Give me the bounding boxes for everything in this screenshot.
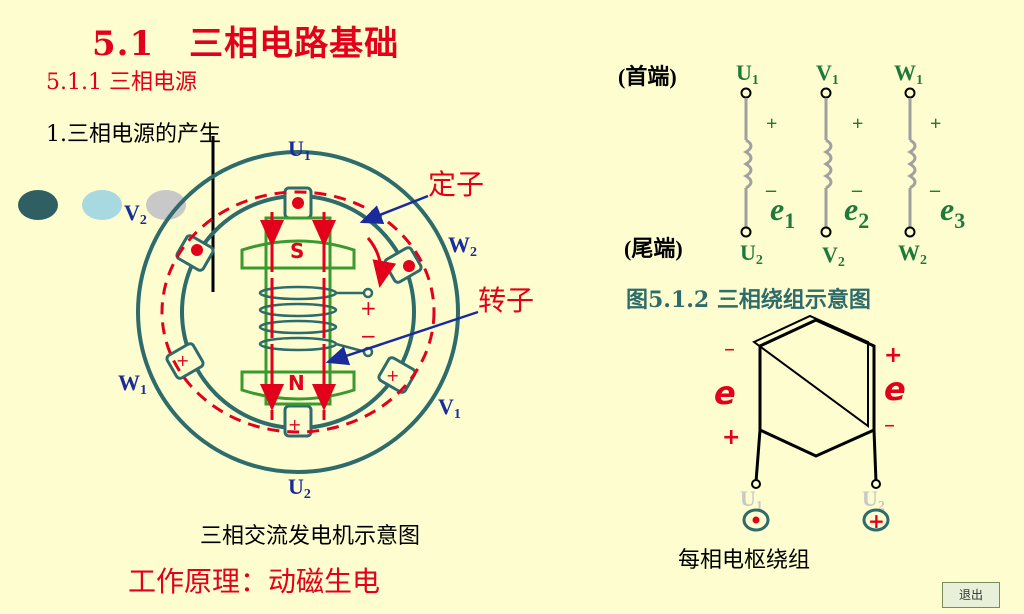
conductor-w2 [403,260,415,272]
term-w2: W2 [448,232,477,260]
windings-caption: 图5.1.2 三相绕组示意图 [626,287,871,313]
field-minus: − [360,324,377,348]
winding-2 [820,87,833,238]
rotor-pointer [325,310,479,366]
stator-label: 定子 [428,168,484,201]
rotor: + − [240,216,377,406]
arm-right-e: e [884,370,906,408]
tail-u2: U2 [740,240,763,268]
generator-caption: 三相交流发电机示意图 [200,524,421,549]
emf-e1: e1 [770,191,795,233]
pole-n-label: N [288,371,305,395]
arm-right-cross: + [868,509,885,533]
arm-left-plus: + [722,425,740,450]
term-u2: U2 [288,474,311,502]
page-title: 5.1 三相电路基础 [92,24,400,64]
nav-dot-1[interactable] [18,190,58,220]
winding-1 [740,87,753,238]
field-plus: + [360,296,377,320]
rotation-arrow [366,237,397,288]
head-v1: V1 [816,60,839,88]
term-v1: V1 [438,394,461,422]
nav-dot-2[interactable] [82,190,122,220]
armature-caption: 每相电枢绕组 [678,548,811,573]
conductor-v1-plus: + [386,366,399,385]
arm-right-minus: – [884,413,895,438]
term-v2: V2 [124,200,147,228]
working-principle: 工作原理：动磁生电 [128,565,381,598]
conductor-u2-plus: + [288,415,301,434]
pole-s-label: S [290,239,304,263]
subsection-title: 5.1.1 三相电源 [46,70,197,95]
term-u1: U1 [288,136,311,164]
exit-button[interactable]: 退出 [942,582,1000,608]
emf-e3: e3 [940,191,965,233]
field-coil [258,285,374,358]
term-w1: W1 [118,370,147,398]
conductor-u1 [292,197,304,209]
stator-outer-ring [136,150,460,474]
head-u1: U1 [736,60,759,88]
w1-plus: + [766,113,777,135]
tail-end-label: (尾端) [624,236,683,261]
winding-3 [904,87,917,238]
tail-w2: W2 [898,240,927,268]
generator-diagram: + + + + − [118,136,534,502]
head-w1: W1 [894,60,923,88]
emf-e2: e2 [844,191,869,233]
w3-minus: – [929,179,941,201]
section-heading: 1.三相电源的产生 [46,122,221,147]
arm-term-right: U2 [862,486,885,514]
armature-winding: – e + + e – U1 U2 + [714,314,906,533]
head-end-label: (首端) [618,64,677,89]
w2-plus: + [852,113,863,135]
stator-pointer [359,194,429,224]
conductor-w1-plus: + [176,351,189,370]
rotor-label: 转子 [478,284,534,317]
w3-plus: + [930,113,941,135]
arm-right-plus: + [884,343,902,368]
rotor-pole-n [240,370,356,401]
arm-left-e: e [714,374,736,412]
arm-term-left: U1 [740,486,763,514]
conductor-v2 [191,244,203,256]
three-phase-windings: (首端) (尾端) U1 V1 W1 U2 V2 [618,60,965,270]
w1-minus: – [765,179,777,201]
arm-left-minus: – [724,337,735,362]
w2-minus: – [851,179,863,201]
flux-path [160,190,436,434]
tail-v2: V2 [822,242,845,270]
